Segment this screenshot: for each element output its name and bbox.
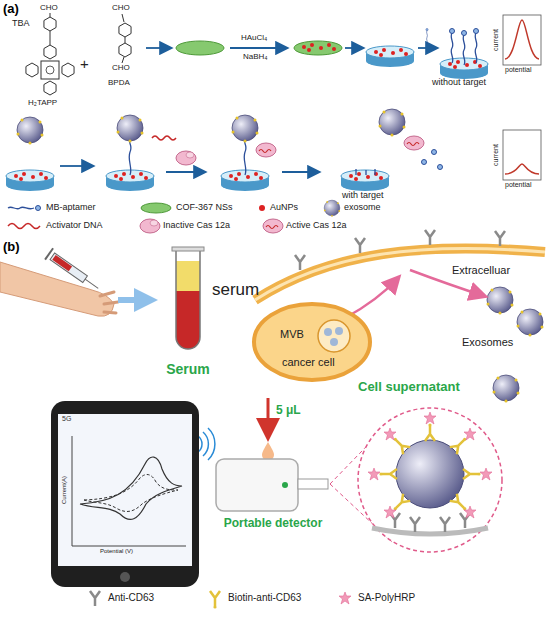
axis-label: current xyxy=(492,144,500,166)
chemical-group: CHO xyxy=(112,63,130,72)
test-tube: Serum xyxy=(158,245,218,385)
condition-label: without target xyxy=(432,77,486,87)
panel-label: (b) xyxy=(3,240,20,255)
axis-label: potential xyxy=(505,66,531,74)
region-label: Extracelluar xyxy=(452,264,510,277)
sample-heading: Cell supernatant xyxy=(358,380,460,395)
legend-text: AuNPs xyxy=(270,202,298,212)
chemical-name: BPDA xyxy=(108,78,130,87)
smartphone-outline xyxy=(50,400,200,588)
chemical-name: H₂TAPP xyxy=(28,98,57,107)
legend-text: exosome xyxy=(344,202,381,212)
axis-label: Potential (V) xyxy=(100,548,133,555)
legend-text: MB-aptamer xyxy=(46,202,96,212)
volume-label: 5 μL xyxy=(276,404,301,418)
cancer-cell: MVB cancer cell xyxy=(250,300,375,385)
node-text: Serum xyxy=(148,361,228,377)
axis-label: Current(A) xyxy=(61,476,68,504)
node-text: MVB xyxy=(280,328,304,341)
cancer-cell-outline xyxy=(250,300,375,385)
legend-text: Activator DNA xyxy=(46,220,103,230)
node-text: 5G xyxy=(62,415,71,423)
portable-detector: Portable detector xyxy=(215,455,330,540)
plus-sign: + xyxy=(80,55,89,72)
chemical-name: TBA xyxy=(12,18,30,28)
legend-text: COF-367 NSs xyxy=(176,202,233,212)
smartphone: 5G xyxy=(50,400,200,588)
axis-label: current xyxy=(492,29,500,51)
node-text: cancer cell xyxy=(282,356,335,369)
condition-label: with target xyxy=(342,190,384,200)
reagent-label: HAuCl₄ xyxy=(241,33,267,42)
legend-text: Biotin-anti-CD63 xyxy=(228,592,301,604)
vesicle-label: Exosomes xyxy=(462,336,513,349)
node-text: Portable detector xyxy=(203,517,343,531)
test-tube-outline xyxy=(158,245,218,355)
legend-text: Active Cas 12a xyxy=(286,220,347,230)
chemical-group: CHO xyxy=(112,3,130,12)
sample-label: serum xyxy=(212,280,259,300)
portable-detector-outline xyxy=(215,455,330,515)
chemical-group: CHO xyxy=(40,3,58,12)
legend-text: Anti-CD63 xyxy=(108,592,154,604)
legend-text: Inactive Cas 12a xyxy=(163,220,230,230)
axis-label: potential xyxy=(505,181,531,189)
panel-label: (a) xyxy=(3,2,19,17)
legend-text: SA-PolyHRP xyxy=(358,592,415,604)
reagent-label: NaBH₄ xyxy=(243,52,268,61)
